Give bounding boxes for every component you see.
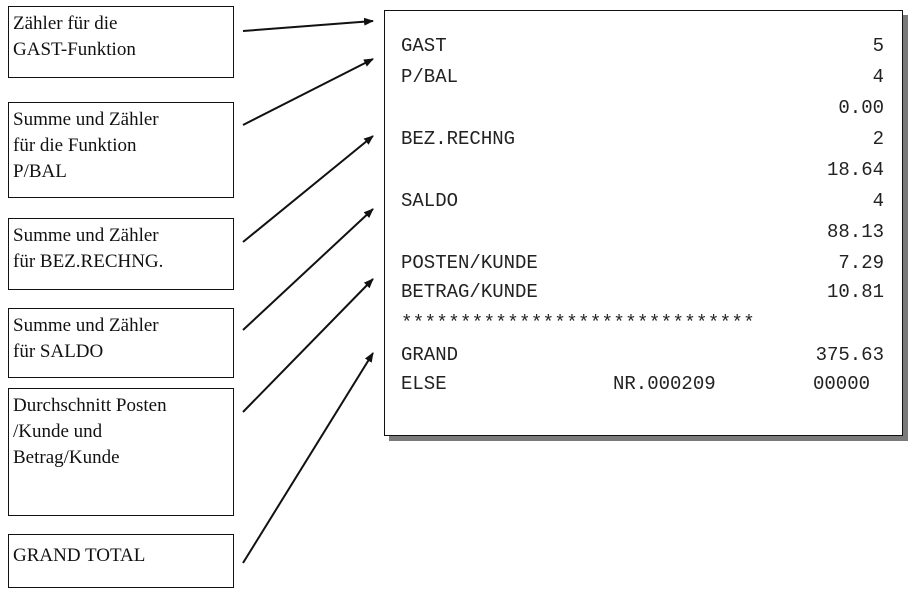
saldo-label: SALDO [401, 190, 459, 212]
callout-saldo-line-1: Summe und Zähler [13, 315, 159, 336]
receipt-line-posten: POSTEN/KUNDE 7.29 [401, 250, 884, 276]
else-number: NR.000209 [613, 373, 716, 395]
receipt-printout: GAST 5 P/BAL 4 0.00 BEZ.RECHNG 2 18.64 S… [384, 10, 903, 436]
callout-bez-line-2: für BEZ.RECHNG. [13, 251, 164, 272]
pbal-count: 4 [872, 66, 884, 88]
callout-saldo: Summe und Zähler für SALDO [8, 308, 234, 378]
arrow-durchschnitt [242, 278, 374, 413]
posten-label: POSTEN/KUNDE [401, 252, 538, 274]
else-code: 00000 [812, 373, 870, 395]
pbal-label: P/BAL [401, 66, 459, 88]
receipt-line-gast: GAST 5 [401, 33, 884, 59]
callout-bez-line-1: Summe und Zähler [13, 225, 159, 246]
pbal-amount: 0.00 [838, 97, 884, 119]
receipt-line-grand: GRAND 375.63 [401, 342, 884, 368]
callout-gast-line-1: Zähler für die [13, 13, 118, 34]
callout-pbal-line-3: P/BAL [13, 161, 67, 182]
receipt-line-bez: BEZ.RECHNG 2 [401, 126, 884, 152]
bez-label: BEZ.RECHNG [401, 128, 516, 150]
bez-count: 2 [872, 128, 884, 150]
saldo-amount: 88.13 [826, 221, 884, 243]
callout-durch-line-3: Betrag/Kunde [13, 447, 120, 468]
callout-durch-line-2: /Kunde und [13, 421, 103, 442]
arrow-grand-total [242, 352, 374, 564]
callout-gast: Zähler für die GAST-Funktion [8, 6, 234, 78]
arrow-gast [242, 17, 374, 32]
arrow-bez-rechng [242, 135, 374, 243]
callout-durchschnitt: Durchschnitt Posten /Kunde und Betrag/Ku… [8, 388, 234, 516]
receipt-line-pbal: P/BAL 4 [401, 64, 884, 90]
receipt-line-saldo-amount: 88.13 [401, 219, 884, 245]
receipt-line-bez-amount: 18.64 [401, 157, 884, 183]
arrow-saldo [242, 208, 374, 331]
gast-value: 5 [872, 35, 884, 57]
receipt-separator: ****************************** [401, 310, 884, 336]
receipt-line-saldo: SALDO 4 [401, 188, 884, 214]
receipt-line-pbal-amount: 0.00 [401, 95, 884, 121]
saldo-count: 4 [872, 190, 884, 212]
callout-saldo-line-2: für SALDO [13, 341, 104, 362]
betrag-label: BETRAG/KUNDE [401, 281, 538, 303]
betrag-value: 10.81 [826, 281, 884, 303]
separator-stars: ****************************** [401, 312, 756, 334]
else-label: ELSE [401, 373, 447, 395]
callout-grand-line-1: GRAND TOTAL [13, 545, 146, 566]
callout-pbal: Summe und Zähler für die Funktion P/BAL [8, 102, 234, 198]
receipt-line-betrag: BETRAG/KUNDE 10.81 [401, 279, 884, 305]
callout-grand-total: GRAND TOTAL [8, 534, 234, 588]
callout-durch-line-1: Durchschnitt Posten [13, 395, 167, 416]
callout-pbal-line-1: Summe und Zähler [13, 109, 159, 130]
arrow-pbal [242, 58, 374, 126]
callout-gast-line-2: GAST-Funktion [13, 39, 136, 60]
receipt-line-else: ELSE NR.000209 00000 [401, 371, 884, 397]
grand-value: 375.63 [815, 344, 884, 366]
callout-pbal-line-2: für die Funktion [13, 135, 137, 156]
bez-amount: 18.64 [826, 159, 884, 181]
posten-value: 7.29 [838, 252, 884, 274]
callout-bez-rechng: Summe und Zähler für BEZ.RECHNG. [8, 218, 234, 290]
gast-label: GAST [401, 35, 447, 57]
grand-label: GRAND [401, 344, 459, 366]
